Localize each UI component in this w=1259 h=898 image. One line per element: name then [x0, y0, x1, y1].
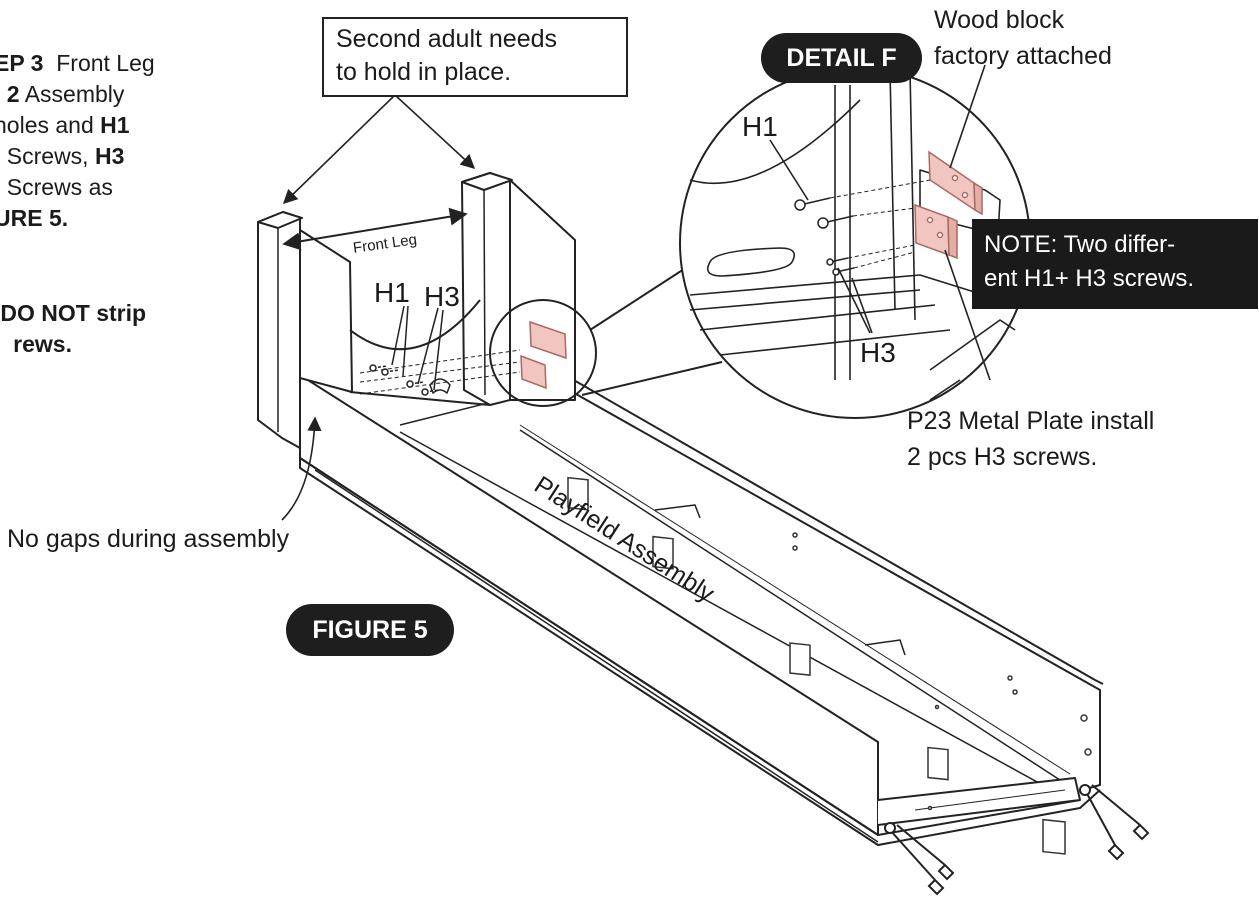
playfield-cross-2 — [864, 639, 906, 656]
leg-right-post — [461, 172, 511, 406]
step-line2-bold: 2 — [6, 81, 20, 107]
warning-line2: rews. — [13, 331, 72, 357]
detail-wood-block — [928, 150, 983, 216]
leg-right-post-top — [461, 172, 513, 191]
note-line2: ent H1+ H3 screws. — [984, 265, 1195, 292]
front-leg-arrow — [282, 207, 468, 251]
metal-plate-line1: P23 Metal Plate install — [907, 407, 1155, 435]
leg-left-panel — [299, 229, 353, 393]
callout-leaders — [282, 94, 476, 205]
leg-left-post-front — [257, 211, 301, 449]
playfield-back-top — [564, 374, 1104, 685]
playfield-floor-edge — [299, 458, 1101, 846]
warning-text: DO NOT strip rews. — [0, 298, 146, 360]
playfield-floor-near — [299, 457, 1081, 836]
detail-zoom-connector — [581, 259, 723, 396]
playfield-end-slot — [914, 789, 1066, 811]
step-line5-text: Screws as — [6, 174, 113, 200]
wood-block-label: Wood block factory attached — [934, 2, 1112, 74]
playfield-cross-1 — [654, 504, 701, 519]
detail-metal-plate — [914, 203, 958, 260]
leg-curved-edge — [349, 299, 481, 351]
detail-zoom-small — [489, 299, 597, 407]
detail-badge: DETAIL F — [761, 33, 922, 83]
step-line1-text: Front Leg — [56, 50, 155, 76]
leg-screws — [369, 364, 440, 396]
callout-line1: Second adult needs — [336, 25, 558, 53]
leg-h3-label: H3 — [424, 281, 460, 312]
note-line1: NOTE: Two differ- — [984, 231, 1176, 258]
leg-bottom — [349, 391, 491, 406]
wood-block-line1: Wood block — [934, 6, 1065, 34]
leg-h-leaders — [359, 305, 521, 395]
playfield-back-wall — [559, 384, 1101, 791]
leveling-feet — [884, 784, 1150, 896]
metal-plate-line2: 2 pcs H3 screws. — [907, 443, 1098, 471]
warning-line1: DO NOT strip — [0, 300, 147, 326]
detail-h1-label: H1 — [742, 111, 778, 142]
step-line4-text: Screws, — [6, 143, 89, 169]
step-line2-text: Assembly — [24, 81, 125, 107]
second-adult-callout: Second adult needs to hold in place. — [322, 17, 628, 97]
detail-leaders — [281, 64, 991, 521]
detail-screws — [794, 179, 931, 276]
figure-badge: FIGURE 5 — [286, 604, 454, 656]
step-instructions: EP 3 Front Leg 2 Assembly holes and H1 S… — [0, 48, 155, 234]
playfield-floor-far — [314, 469, 879, 843]
step-line4-bold: H3 — [94, 143, 125, 169]
playfield-rail-line — [519, 424, 1071, 775]
detail-h3-label: H3 — [860, 337, 896, 368]
metal-plate-label: P23 Metal Plate install 2 pcs H3 screws. — [907, 403, 1154, 475]
step-line1-bold: EP 3 — [0, 50, 44, 76]
playfield-plates — [567, 476, 1092, 855]
no-gaps-label: No gaps during assembly — [7, 525, 290, 553]
step-line3-text: holes and — [0, 112, 94, 138]
leg-hole-slot — [429, 378, 451, 394]
step-line6-bold: URE 5. — [0, 205, 69, 231]
leg-h1-label: H1 — [374, 277, 410, 308]
metal-plates-small — [520, 320, 567, 390]
leg-right-post-inner — [483, 189, 486, 396]
note-box: NOTE: Two differ- ent H1+ H3 screws. — [972, 219, 1258, 309]
playfield-body — [299, 374, 1104, 846]
step-line3-bold: H1 — [100, 112, 130, 138]
wood-block-line2: factory attached — [934, 42, 1112, 70]
callout-line2: to hold in place. — [336, 58, 512, 86]
